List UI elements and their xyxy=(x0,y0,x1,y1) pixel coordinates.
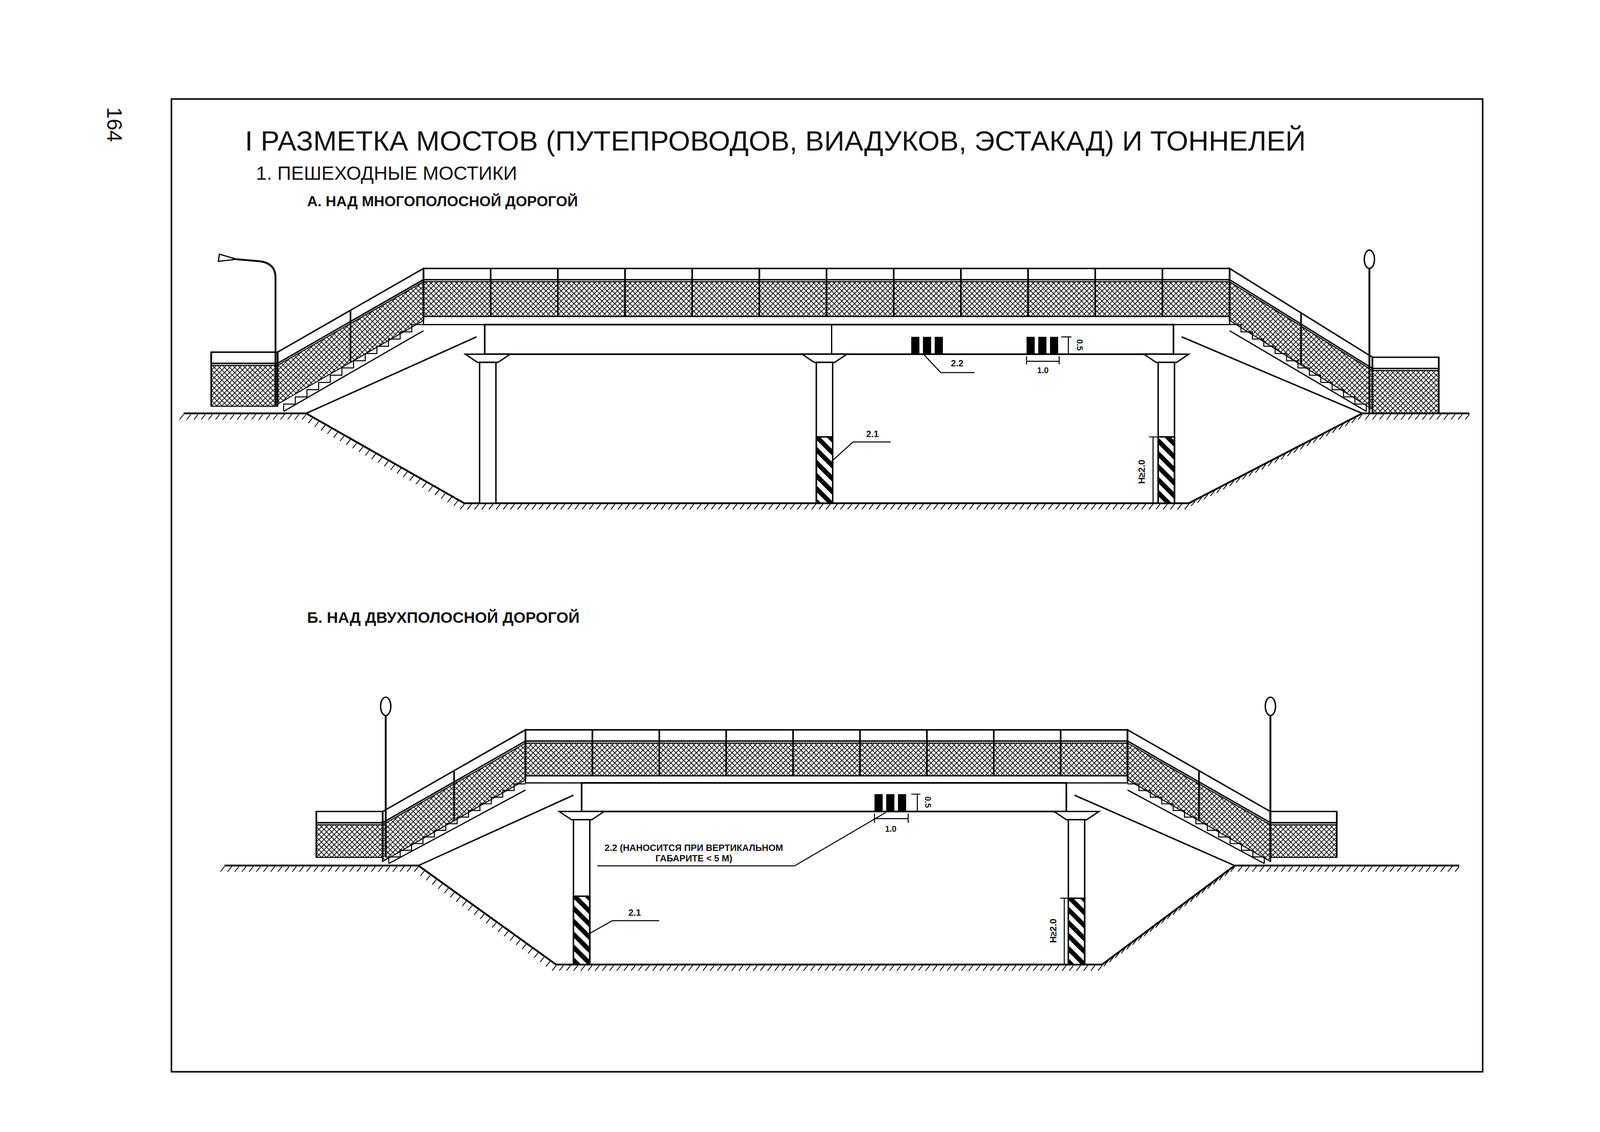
dimension: H≥2.0 xyxy=(1136,458,1148,485)
callout-note: 2.2 (НАНОСИТСЯ ПРИ ВЕРТИКАЛЬНОМ ГАБАРИТЕ… xyxy=(597,842,791,864)
marking-2-2 xyxy=(911,336,920,354)
subsection-heading: Б. НАД ДВУХПОЛОСНОЙ ДОРОГОЙ xyxy=(306,608,581,627)
railing-post xyxy=(382,729,526,862)
street-lamp xyxy=(1368,267,1371,414)
column-cap xyxy=(1054,811,1099,820)
dimension: 1.0 xyxy=(1036,365,1050,376)
railing-post xyxy=(211,352,278,407)
column-cap xyxy=(465,353,510,363)
dimension: H≥2.0 xyxy=(1047,917,1059,944)
dimension-line xyxy=(923,353,975,373)
marking-2-1 xyxy=(1158,436,1175,504)
landing-slab xyxy=(525,775,1128,783)
lamp-head xyxy=(1364,249,1375,269)
marking-2-2 xyxy=(934,336,943,354)
railing-post xyxy=(1127,729,1271,862)
landing-slab xyxy=(423,316,1230,325)
sheet-frame xyxy=(171,98,1483,1072)
railing-handrail xyxy=(211,352,278,364)
leader-line xyxy=(597,812,886,866)
bridge-beam xyxy=(484,324,1174,354)
dimension-line xyxy=(874,813,909,823)
marking-2-2 xyxy=(1049,336,1059,354)
ground-hatching xyxy=(220,866,1460,971)
dimension-line xyxy=(1059,898,1077,965)
column-cap xyxy=(559,811,604,820)
lamp-head xyxy=(380,696,391,716)
bridge-elevation xyxy=(220,696,1460,971)
railing-post xyxy=(423,268,1230,317)
marking-2-1 xyxy=(1068,898,1085,965)
bridge-elevation xyxy=(179,249,1470,510)
marking-2-2 xyxy=(923,336,932,354)
dimension-line xyxy=(1026,356,1060,365)
railing-mesh xyxy=(211,365,278,406)
marking-2-2 xyxy=(1026,336,1035,354)
section-heading: 1. ПЕШЕХОДНЫЕ МОСТИКИ xyxy=(254,162,519,185)
dimension-line xyxy=(588,920,660,934)
column-cap xyxy=(801,353,847,363)
street-lamp xyxy=(384,714,387,858)
railing-mesh xyxy=(1270,824,1337,858)
dimension-line xyxy=(911,794,921,812)
lamp-head xyxy=(1265,696,1276,716)
railing-post xyxy=(525,729,1128,776)
railing-mesh xyxy=(525,742,1128,776)
railing-mesh xyxy=(316,824,383,858)
column-cap xyxy=(1143,353,1189,363)
railing-post xyxy=(316,811,383,858)
marking-2-1 xyxy=(816,436,833,504)
railing-post xyxy=(1270,811,1337,858)
bridge-column xyxy=(1068,819,1085,965)
beam-joint xyxy=(831,324,833,354)
sheet-title: I РАЗМЕТКА МОСТОВ (ПУТЕПРОВОДОВ, ВИАДУКО… xyxy=(244,124,1306,157)
railing-mesh xyxy=(1372,370,1439,414)
bridge-column xyxy=(573,819,590,965)
marking-2-1 xyxy=(573,895,590,965)
dimension: 0.5 xyxy=(922,795,933,809)
callout-number: 2.1 xyxy=(865,428,880,439)
street-lamp xyxy=(236,259,276,406)
ground-line xyxy=(224,865,1460,965)
marking-2-2 xyxy=(1038,336,1047,354)
bridge-beam xyxy=(581,782,1067,812)
railing-post xyxy=(1372,357,1439,414)
callout-number: 2.1 xyxy=(627,907,643,918)
dimension: 1.0 xyxy=(884,823,898,834)
street-lamp xyxy=(1269,714,1272,858)
railing-handrail xyxy=(1270,811,1337,823)
railing-post xyxy=(277,268,424,405)
railing-post xyxy=(1229,268,1373,410)
subsection-heading: А. НАД МНОГОПОЛОСНОЙ ДОРОГОЙ xyxy=(306,192,579,210)
dimension-line xyxy=(831,441,891,462)
page-number: 164 xyxy=(102,106,127,144)
bridge-column xyxy=(816,362,833,504)
marking-2-2 xyxy=(874,794,883,812)
dimension-line xyxy=(1061,336,1072,354)
callout-number: 2.2 xyxy=(950,358,965,369)
marking-2-2 xyxy=(898,794,907,812)
railing-handrail xyxy=(1372,357,1439,369)
marking-2-2 xyxy=(886,794,895,812)
railing-handrail xyxy=(316,811,383,823)
bridge-column xyxy=(479,362,497,504)
railing-handrail xyxy=(525,729,1128,742)
dimension-line xyxy=(1148,436,1167,504)
dimension: 0.5 xyxy=(1075,338,1085,352)
lamp-head xyxy=(218,254,237,262)
bridge-column xyxy=(1158,362,1175,504)
